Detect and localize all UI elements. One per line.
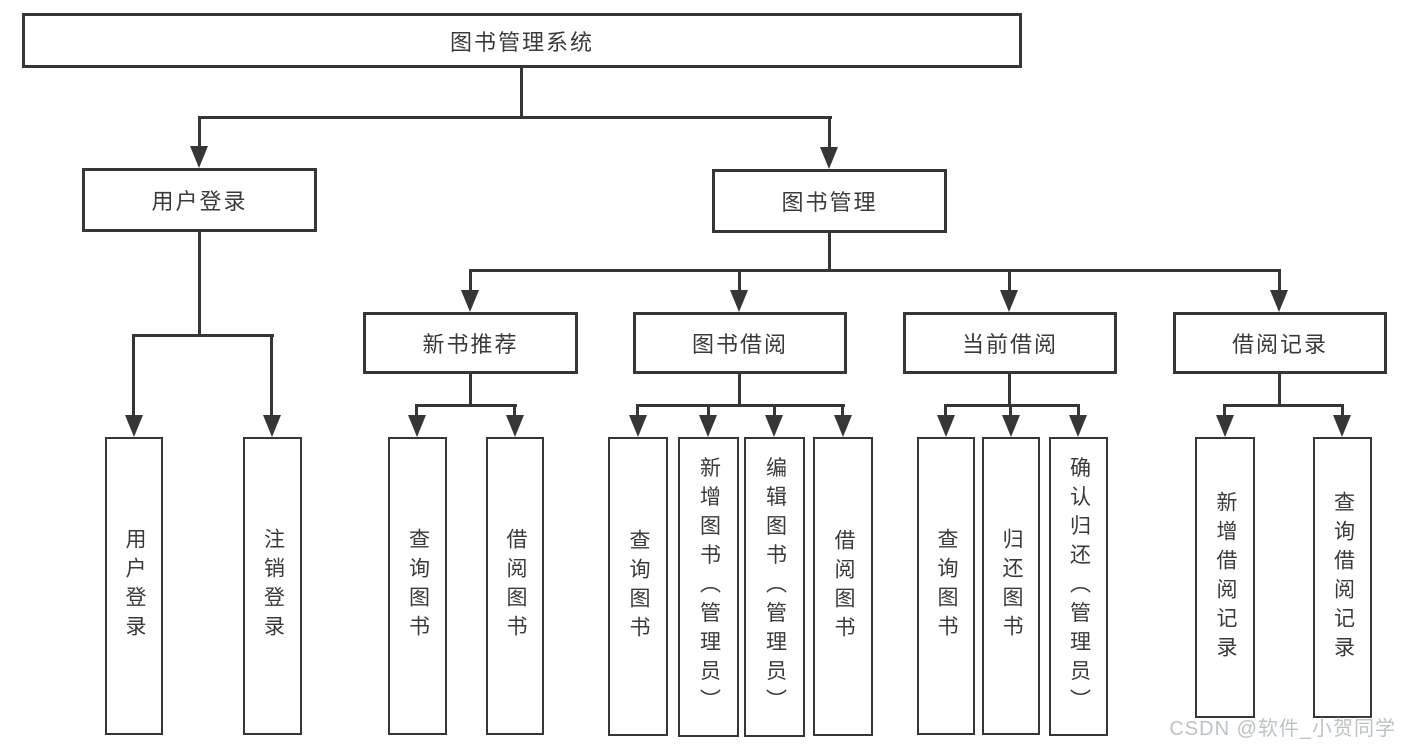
connector-user-login-stem bbox=[198, 231, 201, 336]
connector-shaft-borrow-record bbox=[1278, 269, 1281, 293]
connector-shaft bbox=[773, 404, 776, 417]
arrow-down-icon bbox=[1333, 415, 1351, 437]
node-root-label: 图书管理系统 bbox=[449, 29, 594, 55]
leaf-confirm-return-label: 确认归还（管理员） bbox=[1067, 456, 1091, 717]
leaf-edit-book-label: 编辑图书（管理员） bbox=[763, 456, 787, 718]
leaf-add-book: 新增图书（管理员） bbox=[678, 437, 739, 737]
connector-shaft bbox=[1009, 404, 1012, 417]
connector-shaft-leaf-logout bbox=[270, 334, 273, 417]
leaf-return-book: 归还图书 bbox=[982, 437, 1040, 735]
node-current-borrow-label: 当前借阅 bbox=[961, 332, 1058, 357]
arrow-down-icon bbox=[629, 415, 647, 437]
connector-new-book-rec-stem bbox=[469, 372, 472, 406]
arrow-down-icon bbox=[765, 415, 783, 437]
node-book-mgmt: 图书管理 bbox=[712, 169, 947, 233]
connector-new-book-rec-branch bbox=[415, 404, 517, 407]
arrow-down-icon bbox=[1069, 415, 1087, 437]
node-root: 图书管理系统 bbox=[22, 13, 1022, 68]
connector-shaft-leaf-user-login bbox=[132, 334, 135, 417]
node-new-book-rec-label: 新书推荐 bbox=[422, 332, 519, 357]
arrow-down-icon bbox=[834, 415, 852, 437]
leaf-add-book-label: 新增图书（管理员） bbox=[697, 456, 721, 718]
arrow-down-icon bbox=[1000, 290, 1018, 312]
leaf-return-book-label: 归还图书 bbox=[1000, 528, 1023, 644]
node-book-borrow-label: 图书借阅 bbox=[691, 332, 788, 357]
connector-book-mgmt-stem bbox=[828, 232, 831, 272]
connector-borrow-record-stem bbox=[1278, 372, 1281, 406]
leaf-add-borrow-record-label: 新增借阅记录 bbox=[1214, 490, 1237, 665]
leaf-query-book-current-label: 查询图书 bbox=[935, 528, 958, 644]
connector-shaft bbox=[513, 404, 516, 417]
node-user-login: 用户登录 bbox=[82, 168, 317, 232]
leaf-logout: 注销登录 bbox=[243, 437, 302, 735]
leaf-borrow-book-newrec-label: 借阅图书 bbox=[504, 528, 527, 644]
leaf-query-borrow-record: 查询借阅记录 bbox=[1313, 437, 1372, 718]
arrow-down-icon bbox=[461, 290, 479, 312]
connector-shaft-user-login bbox=[198, 116, 201, 148]
connector-shaft bbox=[1341, 404, 1344, 417]
connector-borrow-record-branch bbox=[1223, 404, 1344, 407]
leaf-confirm-return: 确认归还（管理员） bbox=[1049, 437, 1108, 736]
leaf-borrow-book-borrow: 借阅图书 bbox=[813, 437, 873, 736]
leaf-query-book-current: 查询图书 bbox=[917, 437, 975, 735]
connector-current-borrow-stem bbox=[1008, 372, 1011, 406]
csdn-watermark: CSDN @软件_小贺同学 bbox=[1169, 718, 1396, 740]
connector-shaft bbox=[1077, 404, 1080, 417]
connector-shaft bbox=[841, 404, 844, 417]
connector-shaft bbox=[707, 404, 710, 417]
arrow-down-icon bbox=[1216, 415, 1234, 437]
leaf-edit-book: 编辑图书（管理员） bbox=[744, 437, 805, 737]
connector-shaft bbox=[1223, 404, 1226, 417]
arrow-down-icon bbox=[408, 415, 426, 437]
arrow-down-icon bbox=[699, 415, 717, 437]
arrow-down-icon bbox=[937, 415, 955, 437]
arrow-down-icon bbox=[190, 146, 208, 168]
connector-current-borrow-branch bbox=[944, 404, 1080, 407]
connector-shaft-book-mgmt bbox=[828, 116, 831, 148]
connector-shaft-current-borrow bbox=[1008, 269, 1011, 293]
node-current-borrow: 当前借阅 bbox=[903, 312, 1117, 374]
arrow-down-icon bbox=[506, 415, 524, 437]
node-new-book-rec: 新书推荐 bbox=[363, 312, 578, 374]
connector-book-mgmt-branch bbox=[469, 269, 1281, 272]
connector-shaft-new-book-rec bbox=[469, 269, 472, 293]
node-book-mgmt-label: 图书管理 bbox=[781, 190, 878, 215]
leaf-query-book-newrec-label: 查询图书 bbox=[406, 528, 430, 644]
leaf-query-book-borrow-label: 查询图书 bbox=[627, 528, 650, 645]
connector-book-borrow-stem bbox=[738, 372, 741, 406]
connector-shaft bbox=[636, 404, 639, 417]
arrow-down-icon bbox=[1002, 415, 1020, 437]
node-user-login-label: 用户登录 bbox=[151, 189, 248, 214]
connector-shaft bbox=[415, 404, 418, 417]
arrow-down-icon bbox=[263, 415, 281, 437]
connector-book-borrow-branch bbox=[636, 404, 845, 407]
node-borrow-record: 借阅记录 bbox=[1173, 312, 1387, 374]
node-borrow-record-label: 借阅记录 bbox=[1231, 332, 1328, 357]
leaf-borrow-book-borrow-label: 借阅图书 bbox=[832, 528, 855, 645]
leaf-logout-label: 注销登录 bbox=[261, 528, 285, 644]
leaf-query-book-newrec: 查询图书 bbox=[388, 437, 447, 735]
connector-shaft bbox=[944, 404, 947, 417]
arrow-down-icon bbox=[125, 415, 143, 437]
arrow-down-icon bbox=[730, 290, 748, 312]
arrow-down-icon bbox=[820, 147, 838, 169]
connector-shaft-book-borrow bbox=[738, 269, 741, 293]
leaf-add-borrow-record: 新增借阅记录 bbox=[1195, 437, 1255, 718]
connector-root-branch bbox=[198, 116, 832, 119]
arrow-down-icon bbox=[1270, 290, 1288, 312]
connector-user-login-branch bbox=[132, 334, 274, 337]
leaf-query-book-borrow: 查询图书 bbox=[608, 437, 668, 736]
leaf-user-login-label: 用户登录 bbox=[123, 528, 146, 644]
leaf-query-borrow-record-label: 查询借阅记录 bbox=[1331, 490, 1355, 665]
node-book-borrow: 图书借阅 bbox=[633, 312, 847, 374]
leaf-borrow-book-newrec: 借阅图书 bbox=[486, 437, 544, 735]
connector-root-stem bbox=[520, 68, 523, 117]
leaf-user-login: 用户登录 bbox=[105, 437, 163, 735]
